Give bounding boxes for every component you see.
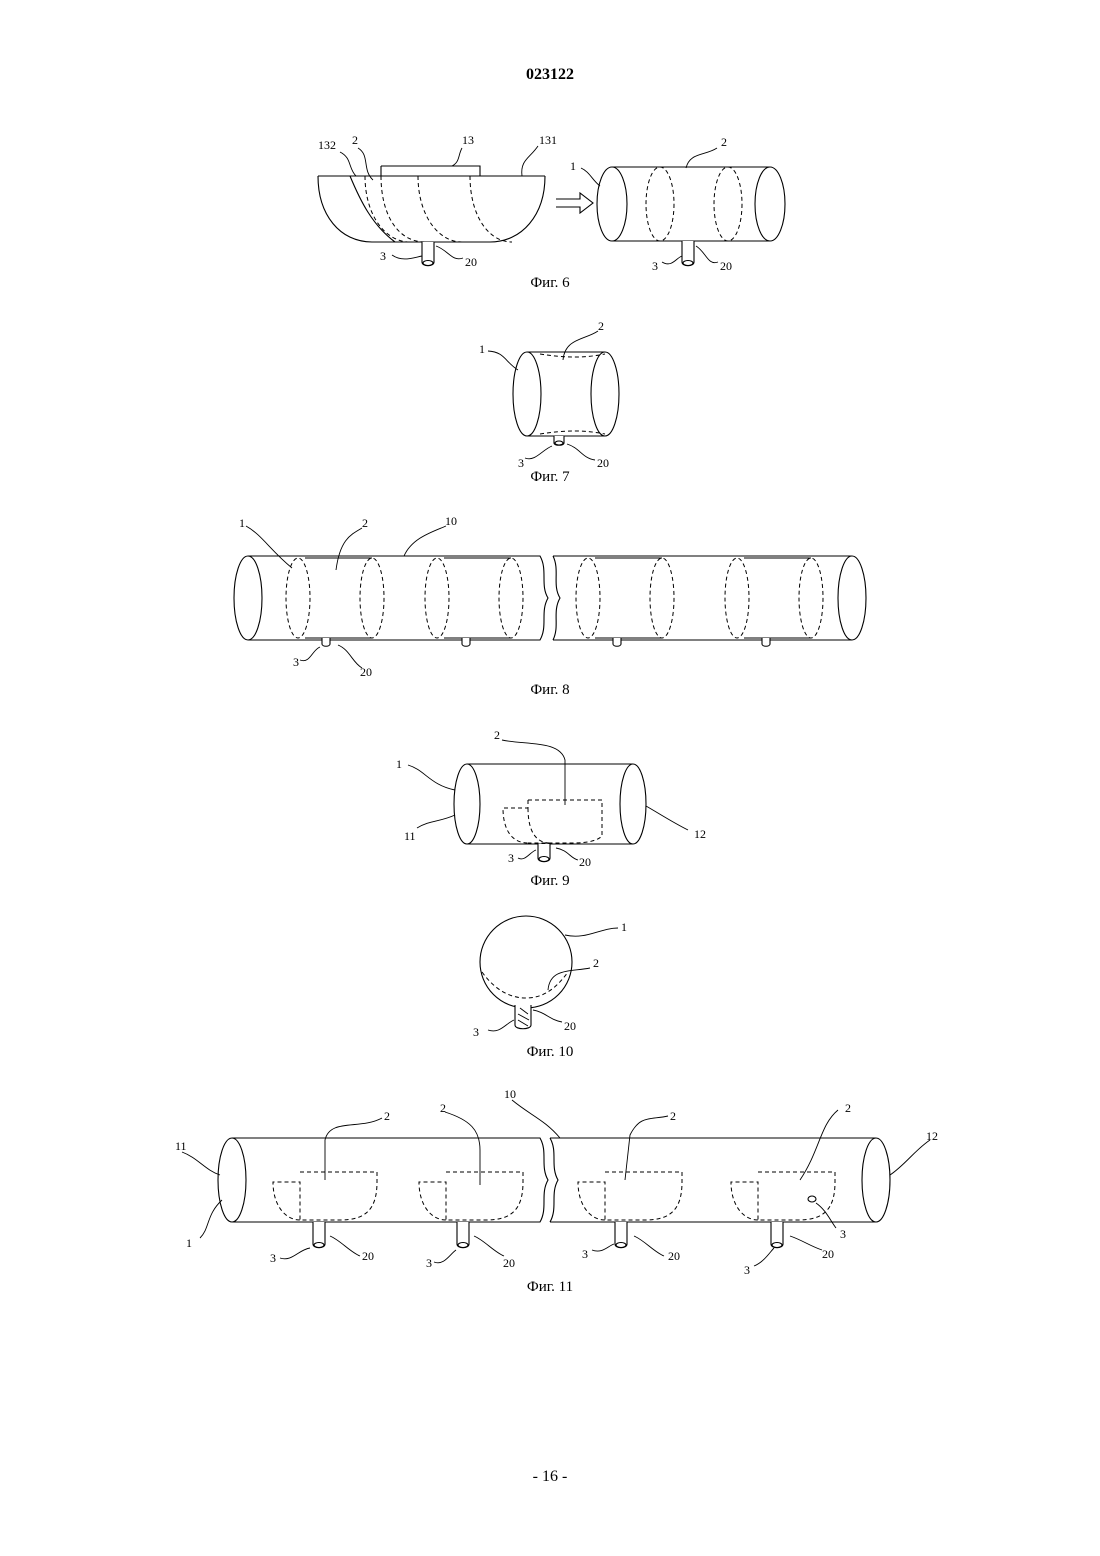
fig7-label-20: 20 xyxy=(597,456,609,470)
fig7-label-3: 3 xyxy=(518,456,524,470)
fig9-label-11: 11 xyxy=(404,829,416,843)
fig9-caption: Фиг. 9 xyxy=(0,873,1100,890)
figure-10: 1 2 3 20 xyxy=(473,916,627,1039)
fig11-label-2a: 2 xyxy=(384,1109,390,1123)
figure-8: 1 2 10 3 20 xyxy=(234,514,866,679)
fig11-caption: Фиг. 11 xyxy=(0,1279,1100,1296)
fig6-label-132: 132 xyxy=(318,138,336,152)
fig9-label-12: 12 xyxy=(694,827,706,841)
fig11-label-3b: 3 xyxy=(426,1256,432,1270)
figure-11: 11 1 2 2 10 2 2 12 3 20 3 20 3 20 3 20 3 xyxy=(175,1087,938,1277)
fig11-label-20c: 20 xyxy=(668,1249,680,1263)
figure-7: 1 2 3 20 xyxy=(479,319,619,470)
figure-9: 1 2 11 12 3 20 xyxy=(396,728,706,869)
fig11-label-3c: 3 xyxy=(582,1247,588,1261)
fig11-label-2c: 2 xyxy=(670,1109,676,1123)
fig11-label-3e: 3 xyxy=(840,1227,846,1241)
fig6-label-3b: 3 xyxy=(652,259,658,273)
fig6-label-1: 1 xyxy=(570,159,576,173)
fig8-label-20: 20 xyxy=(360,665,372,679)
fig10-label-1: 1 xyxy=(621,920,627,934)
fig9-label-20: 20 xyxy=(579,855,591,869)
fig6-label-3a: 3 xyxy=(380,249,386,263)
fig6-label-20b: 20 xyxy=(720,259,732,273)
fig7-caption: Фиг. 7 xyxy=(0,469,1100,486)
fig6-label-13: 13 xyxy=(462,133,474,147)
fig7-label-2: 2 xyxy=(598,319,604,333)
fig10-label-2: 2 xyxy=(593,956,599,970)
fig11-label-1: 1 xyxy=(186,1236,192,1250)
fig9-label-1: 1 xyxy=(396,757,402,771)
fig10-label-3: 3 xyxy=(473,1025,479,1039)
fig6-caption: Фиг. 6 xyxy=(0,275,1100,292)
fig10-label-20: 20 xyxy=(564,1019,576,1033)
fig11-label-12: 12 xyxy=(926,1129,938,1143)
fig11-label-20a: 20 xyxy=(362,1249,374,1263)
fig6-label-20a: 20 xyxy=(465,255,477,269)
fig8-label-10: 10 xyxy=(445,514,457,528)
figure-6: 132 2 13 131 1 2 3 20 3 20 xyxy=(318,133,785,273)
fig10-caption: Фиг. 10 xyxy=(0,1044,1100,1061)
fig11-label-3d: 3 xyxy=(744,1263,750,1277)
fig11-label-2d: 2 xyxy=(845,1101,851,1115)
fig11-label-3a: 3 xyxy=(270,1251,276,1265)
fig8-label-3: 3 xyxy=(293,655,299,669)
page-number: - 16 - xyxy=(0,1468,1100,1486)
fig11-label-20b: 20 xyxy=(503,1256,515,1270)
fig11-label-2b: 2 xyxy=(440,1101,446,1115)
fig11-label-20d: 20 xyxy=(822,1247,834,1261)
fig8-label-2: 2 xyxy=(362,516,368,530)
fig9-label-2: 2 xyxy=(494,728,500,742)
fig11-label-11: 11 xyxy=(175,1139,187,1153)
fig9-label-3: 3 xyxy=(508,851,514,865)
fig11-label-10: 10 xyxy=(504,1087,516,1101)
fig6-label-2b: 2 xyxy=(721,135,727,149)
fig8-label-1: 1 xyxy=(239,516,245,530)
fig8-caption: Фиг. 8 xyxy=(0,682,1100,699)
fig7-label-1: 1 xyxy=(479,342,485,356)
fig6-label-2a: 2 xyxy=(352,133,358,147)
fig6-label-131: 131 xyxy=(539,133,557,147)
